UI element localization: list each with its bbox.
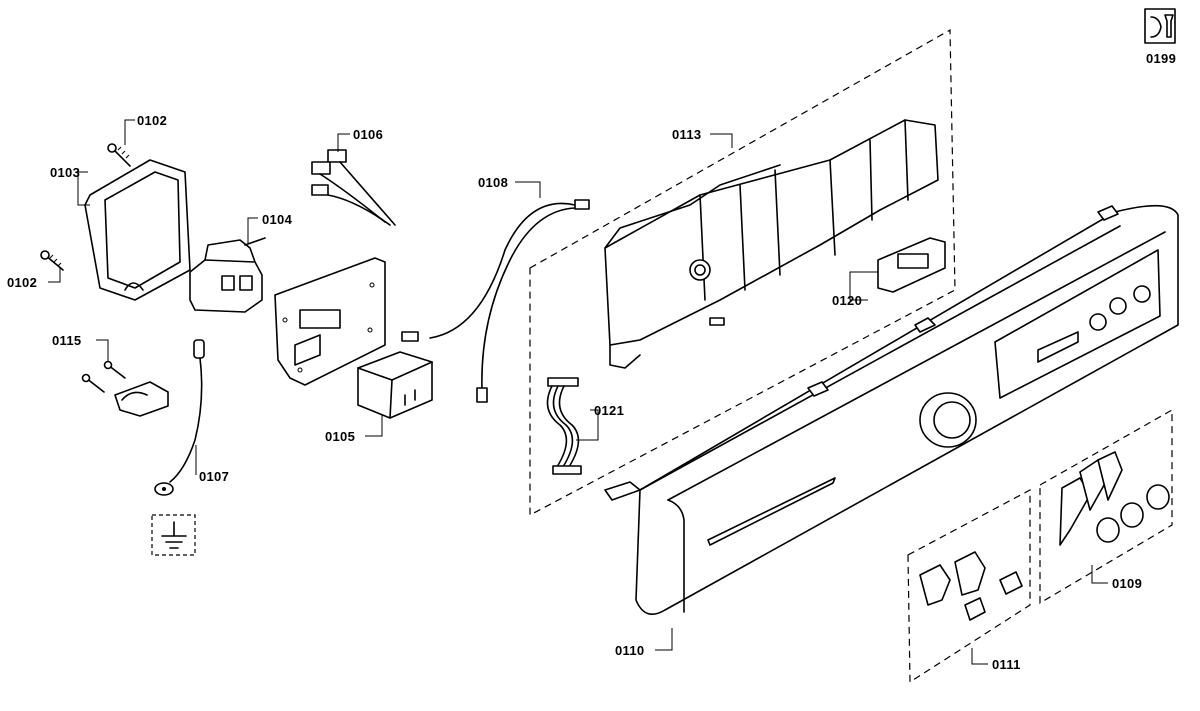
label-0120: 0120 — [832, 293, 863, 308]
label-0109: 0109 — [1112, 576, 1143, 591]
leader-lines — [48, 119, 1108, 665]
ribbon-cable-part-0121 — [546, 377, 582, 475]
buttons-dashed-outline — [907, 489, 1031, 684]
label-0104: 0104 — [262, 212, 293, 227]
ground-wire-part-0107 — [154, 339, 205, 496]
screw-0102-left — [40, 250, 64, 271]
screw-0102-top — [107, 143, 131, 167]
label-0108: 0108 — [478, 175, 509, 190]
label-0110: 0110 — [615, 643, 645, 658]
label-0115: 0115 — [52, 333, 82, 348]
label-0199: 0199 — [1146, 51, 1177, 66]
label-0106: 0106 — [353, 127, 384, 142]
label-0111: 0111 — [992, 657, 1021, 672]
knobs-part-0109 — [1059, 451, 1170, 546]
label-0103: 0103 — [50, 165, 81, 180]
label-0102-top: 0102 — [137, 113, 168, 128]
wrench-icon — [1144, 8, 1176, 44]
clip-part-0115 — [81, 360, 169, 417]
knobs-dashed-outline — [1039, 408, 1173, 605]
label-0105: 0105 — [325, 429, 356, 444]
label-0113: 0113 — [672, 127, 702, 142]
display-part-0120 — [877, 237, 946, 293]
cover-part-0103 — [84, 159, 191, 301]
cable-part-0108 — [401, 199, 590, 403]
front-panel-part-0110 — [604, 204, 1179, 616]
relay-part-0105 — [357, 351, 433, 419]
connector-part-0104 — [189, 237, 266, 313]
label-0107: 0107 — [199, 469, 230, 484]
mounting-bracket — [274, 257, 386, 386]
ground-symbol-icon — [151, 514, 196, 556]
control-module-part-0113 — [604, 119, 939, 369]
buttons-part-0111 — [919, 551, 1023, 621]
label-0121: 0121 — [594, 403, 625, 418]
label-0102-bottom: 0102 — [7, 275, 38, 290]
switch-part-0106 — [311, 149, 396, 226]
